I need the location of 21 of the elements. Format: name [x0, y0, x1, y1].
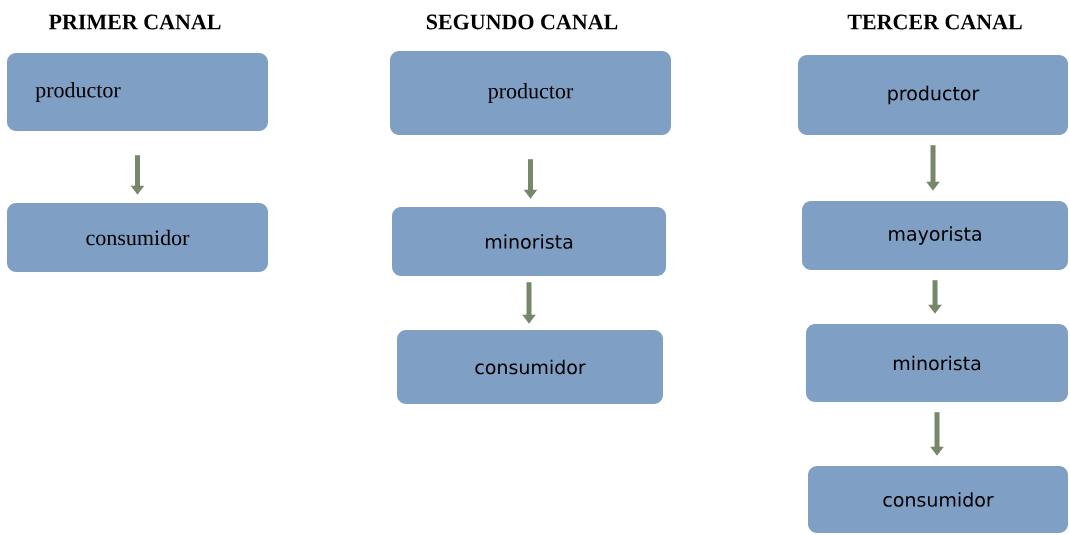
column-heading: TERCER CANAL — [847, 14, 1022, 30]
process-box — [798, 55, 1068, 135]
process-box — [808, 466, 1068, 533]
node-label: productor — [488, 83, 574, 103]
process-box — [802, 201, 1068, 270]
process-box — [7, 53, 268, 131]
node-label: consumidor — [86, 229, 190, 246]
node-label: consumidor — [883, 492, 994, 507]
node-label: mayorista — [889, 226, 981, 245]
process-box — [390, 51, 671, 135]
node-label: minorista — [485, 234, 573, 249]
node-label: productor — [35, 82, 121, 102]
column-heading: SEGUNDO CANAL — [426, 14, 618, 30]
process-box — [806, 324, 1068, 402]
column-heading: PRIMER CANAL — [48, 14, 221, 30]
process-box — [7, 203, 268, 272]
node-label: minorista — [893, 355, 981, 371]
node-label: productor — [888, 85, 980, 105]
node-label: consumidor — [475, 359, 586, 375]
process-box — [392, 207, 666, 276]
process-box — [397, 330, 663, 404]
